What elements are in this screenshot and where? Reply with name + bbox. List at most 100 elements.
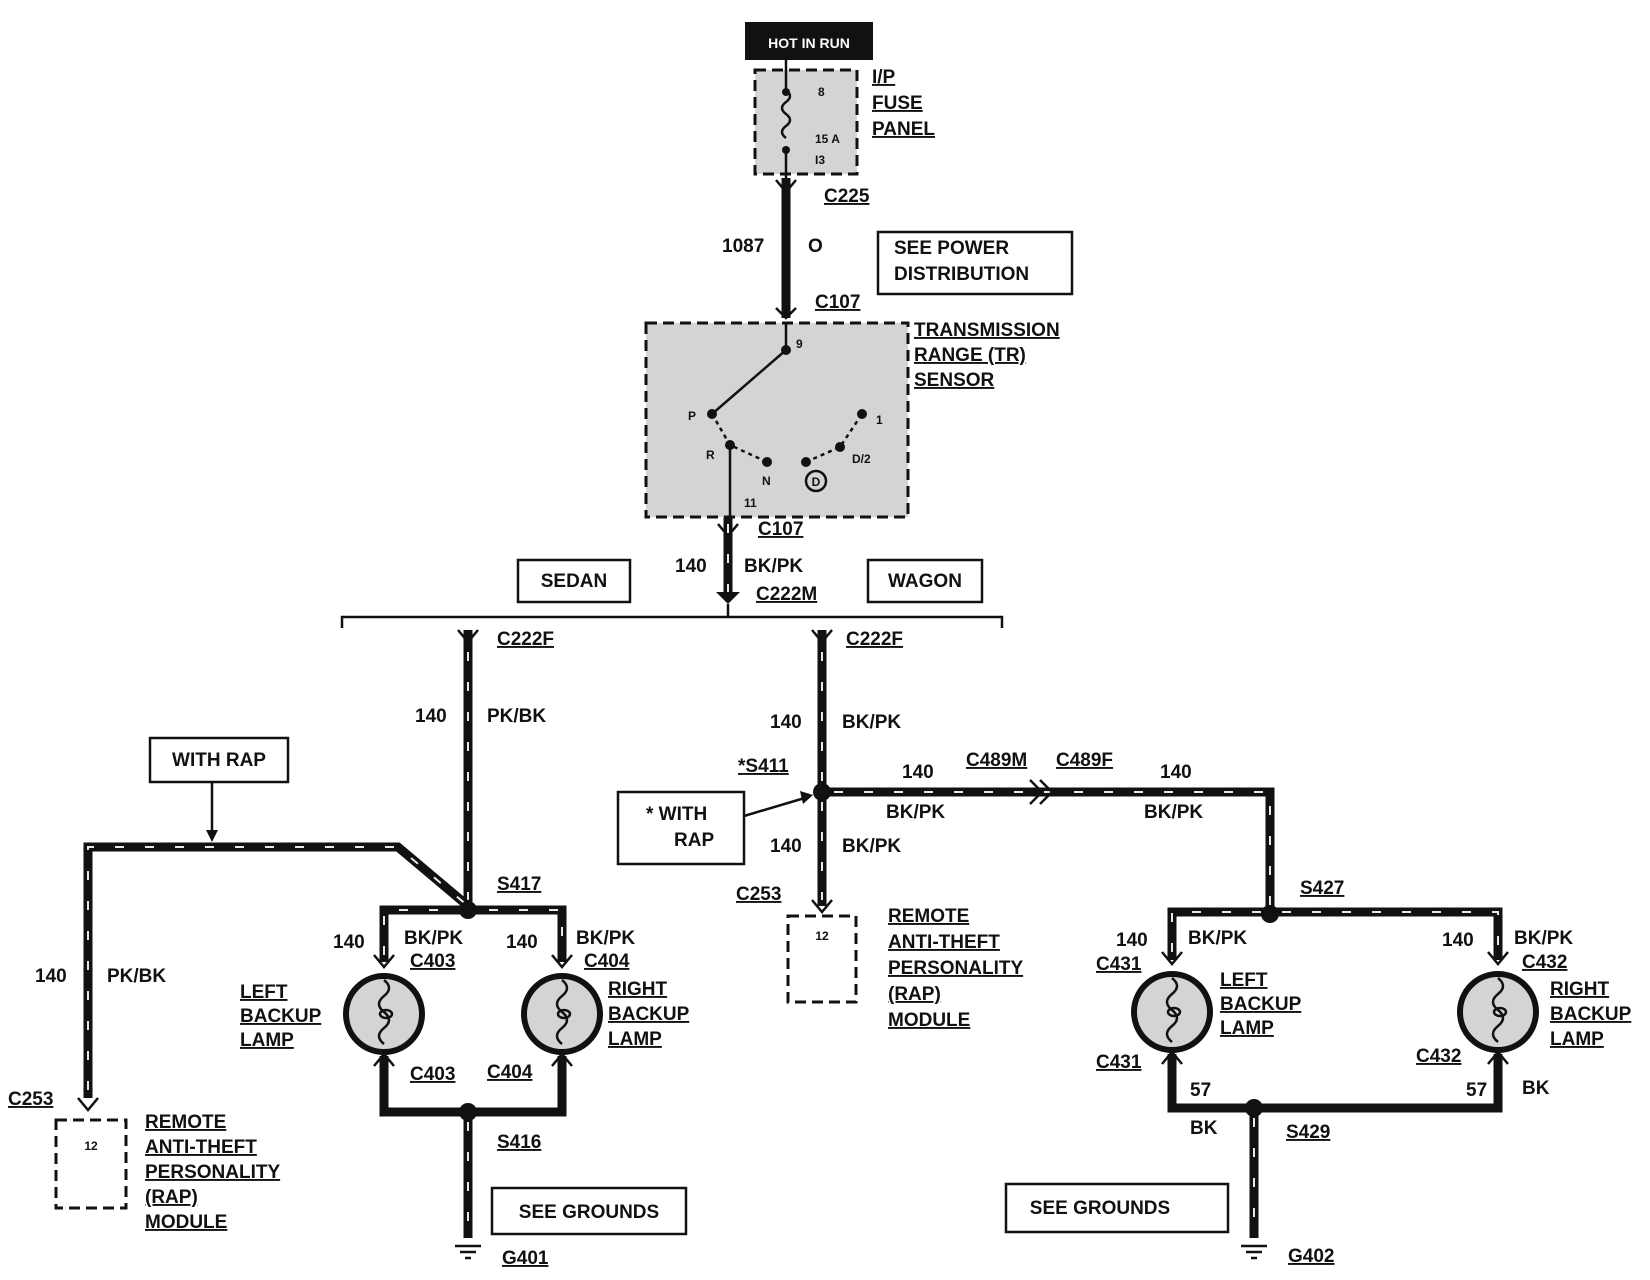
with-rap-star-pointer: [743, 795, 809, 818]
svg-text:BK/PK: BK/PK: [1144, 802, 1203, 823]
c403-top-connector-icon: [373, 954, 395, 969]
tr-pin-in: 9: [796, 337, 803, 351]
svg-text:ANTI-THEFT: ANTI-THEFT: [888, 932, 1000, 953]
fuse-rating: 15 A: [815, 132, 840, 146]
s427-splice: [1261, 905, 1279, 923]
with-rap-star-box: * WITH RAP: [616, 790, 746, 866]
svg-text:BK/PK: BK/PK: [886, 802, 945, 823]
fuse-panel: 8 15 A I3: [753, 60, 859, 178]
svg-text:HOT IN RUN: HOT IN RUN: [768, 35, 850, 51]
g401-label: G401: [502, 1248, 549, 1269]
left-backup-lamp-sedan: [343, 973, 425, 1055]
sedan-circuit: 140: [415, 706, 447, 727]
svg-text:RIGHT: RIGHT: [608, 979, 668, 1000]
svg-text:12: 12: [84, 1139, 98, 1153]
fuse-pin: I3: [815, 153, 825, 167]
svg-text:LEFT: LEFT: [240, 982, 288, 1003]
c432-top-label: C432: [1522, 952, 1567, 973]
svg-text:REMOTE: REMOTE: [888, 906, 969, 927]
with-rap-box: WITH RAP: [148, 736, 290, 784]
rap-module-center: 12 REMOTE ANTI-THEFT PERSONALITY (RAP) M…: [786, 906, 1023, 1031]
svg-text:SEE GROUNDS: SEE GROUNDS: [1030, 1198, 1170, 1219]
rap-module-left: 12 REMOTE ANTI-THEFT PERSONALITY (RAP) M…: [54, 1112, 280, 1233]
see-grounds-left-box: SEE GROUNDS: [490, 1186, 688, 1236]
svg-text:I/P: I/P: [872, 67, 896, 88]
svg-text:140: 140: [1160, 762, 1192, 783]
svg-text:BK/PK: BK/PK: [842, 712, 901, 733]
right-backup-lamp-sedan: [521, 973, 603, 1055]
svg-text:BK: BK: [1190, 1118, 1218, 1139]
c489f-label: C489F: [1056, 750, 1113, 771]
c253-left-label: C253: [8, 1089, 53, 1110]
c225-label: C225: [824, 186, 870, 207]
svg-text:BK/PK: BK/PK: [1188, 928, 1247, 949]
c404-top-connector-icon: [551, 954, 573, 969]
s427-label: S427: [1300, 878, 1344, 899]
svg-text:57: 57: [1190, 1080, 1211, 1101]
c404-bottom-connector-icon: [551, 1052, 573, 1067]
svg-text:PERSONALITY: PERSONALITY: [888, 958, 1023, 979]
svg-text:R: R: [706, 448, 715, 462]
c253-center-label: C253: [736, 884, 781, 905]
feed-color-label: O: [808, 236, 823, 257]
tr-output-circuit: 140: [675, 556, 707, 577]
svg-text:140: 140: [333, 932, 365, 953]
c431-bottom-label: C431: [1096, 1052, 1142, 1073]
see-grounds-right-box: SEE GROUNDS: [1004, 1182, 1230, 1234]
s416-splice: [459, 1103, 477, 1121]
right-backup-lamp-wagon: [1457, 971, 1539, 1053]
svg-text:57: 57: [1466, 1080, 1487, 1101]
svg-text:D: D: [812, 475, 821, 489]
rap-left-color: PK/BK: [107, 966, 166, 987]
svg-text:140: 140: [902, 762, 934, 783]
svg-text:MODULE: MODULE: [145, 1212, 227, 1233]
c222m-label: C222M: [756, 584, 817, 605]
c404-bottom-label: C404: [487, 1062, 533, 1083]
c403-bottom-connector-icon: [373, 1052, 395, 1067]
fuse-icon: [780, 89, 792, 139]
svg-text:BACKUP: BACKUP: [1220, 994, 1302, 1015]
c431-top-label: C431: [1096, 954, 1142, 975]
s417-label: S417: [497, 874, 541, 895]
svg-text:* WITH: * WITH: [646, 804, 707, 825]
svg-text:PANEL: PANEL: [872, 119, 935, 140]
c222f-left-label: C222F: [497, 629, 554, 650]
c222m-connector-icon: [716, 592, 740, 604]
svg-text:LAMP: LAMP: [1550, 1029, 1604, 1050]
sedan-box: SEDAN: [516, 558, 632, 604]
wagon-box: WAGON: [866, 558, 984, 604]
fuse-number: 8: [818, 85, 825, 99]
c404-top-label: C404: [584, 951, 630, 972]
c107-top-label: C107: [815, 292, 860, 313]
svg-text:140: 140: [1116, 930, 1148, 951]
c431-bottom-connector-icon: [1161, 1050, 1183, 1065]
svg-text:BACKUP: BACKUP: [1550, 1004, 1632, 1025]
svg-text:BK/PK: BK/PK: [576, 928, 635, 949]
sedan-color: PK/BK: [487, 706, 546, 727]
svg-text:BK/PK: BK/PK: [1514, 928, 1573, 949]
svg-text:PERSONALITY: PERSONALITY: [145, 1162, 280, 1183]
c403-bottom-label: C403: [410, 1064, 455, 1085]
sedan-wagon-bracket: [340, 604, 1004, 628]
svg-text:(RAP): (RAP): [145, 1187, 198, 1208]
tr-output-color: BK/PK: [744, 556, 803, 577]
s416-label: S416: [497, 1132, 541, 1153]
c489m-label: C489M: [966, 750, 1027, 771]
svg-text:12: 12: [815, 929, 829, 943]
svg-text:WAGON: WAGON: [888, 571, 962, 592]
fuse-panel-label: I/P FUSE PANEL: [872, 67, 935, 140]
c432-bottom-label: C432: [1416, 1046, 1461, 1067]
hot-in-run-label: HOT IN RUN: [745, 22, 873, 60]
svg-text:SEE GROUNDS: SEE GROUNDS: [519, 1202, 659, 1223]
c403-top-label: C403: [410, 951, 455, 972]
wire-57-ground-s429: [1167, 1054, 1503, 1113]
g402-label: G402: [1288, 1246, 1334, 1267]
tr-pin-out: 11: [744, 496, 757, 510]
svg-text:WITH RAP: WITH RAP: [172, 750, 266, 771]
c432-bottom-connector-icon: [1487, 1050, 1509, 1065]
g401-ground-icon: [455, 1244, 481, 1260]
s411-label: *S411: [738, 756, 789, 777]
svg-text:BACKUP: BACKUP: [608, 1004, 690, 1025]
svg-text:140: 140: [770, 712, 802, 733]
s429-splice: [1245, 1099, 1263, 1117]
